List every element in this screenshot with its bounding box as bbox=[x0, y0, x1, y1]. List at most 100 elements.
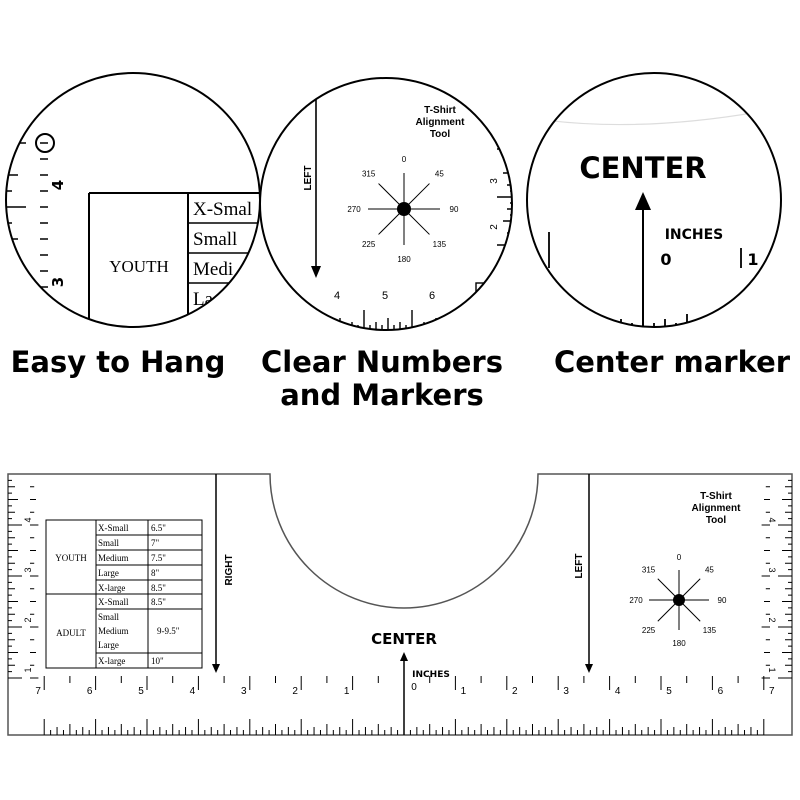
zoom3-center-arrow-icon bbox=[635, 192, 651, 210]
adult-label: ADULT bbox=[56, 628, 86, 638]
zoom2-ruler-ticks bbox=[315, 124, 512, 330]
side-number-left-four: 4 bbox=[23, 517, 33, 522]
zoom2-compass-center-dot bbox=[397, 202, 411, 216]
adult-value-medium: 9-9.5" bbox=[157, 626, 180, 636]
size-table bbox=[45, 519, 203, 669]
bottom-number-zero: 0 bbox=[411, 682, 417, 693]
bottom-number-left-one: 1 bbox=[344, 686, 350, 697]
bottom-number-right-one: 1 bbox=[461, 686, 467, 697]
tool-compass-angle-90: 90 bbox=[718, 596, 727, 605]
zoom2-compass-angle-0: 0 bbox=[402, 155, 407, 164]
youth-size-xsmall: X-Small bbox=[98, 523, 129, 533]
caption-clear-numbers-line1: Clear Numbers bbox=[261, 345, 503, 379]
bottom-number-left-five: 5 bbox=[138, 686, 144, 697]
side-number-left-two: 2 bbox=[23, 617, 33, 622]
hang-hole-icon bbox=[35, 133, 55, 153]
youth-value-xsmall: 6.5" bbox=[151, 523, 166, 533]
inches-label: INCHES bbox=[412, 670, 450, 680]
youth-value-large: 8" bbox=[151, 568, 160, 578]
youth-size-xlarge: X-large bbox=[98, 583, 125, 593]
caption-clear-numbers-line2: and Markers bbox=[280, 378, 484, 412]
tool-compass-angle-180: 180 bbox=[672, 639, 686, 648]
adult-size-medium: Medium bbox=[98, 626, 129, 636]
zoom1-size-medium: Medi bbox=[193, 259, 233, 280]
tool-title-line1: T-Shirt bbox=[700, 491, 732, 502]
side-number-left-one: 1 bbox=[23, 667, 33, 672]
youth-label: YOUTH bbox=[55, 553, 87, 563]
zoom2-title-line1: T-Shirt bbox=[424, 105, 456, 116]
zoom3-center-label: CENTER bbox=[579, 151, 706, 185]
side-number-left-three: 3 bbox=[23, 567, 33, 572]
side-number-right-two: 2 bbox=[767, 617, 777, 622]
zoom3-one: 1 bbox=[747, 250, 758, 269]
zoom2-compass-angle-45: 45 bbox=[435, 169, 444, 178]
bottom-number-right-seven: 7 bbox=[769, 686, 775, 697]
zoom2-compass-angle-315: 315 bbox=[362, 169, 376, 178]
tool-title-line3: Tool bbox=[706, 515, 727, 526]
bottom-number-right-six: 6 bbox=[718, 686, 724, 697]
bottom-number-right-two: 2 bbox=[512, 686, 518, 697]
zoom2-compass-angle-135: 135 bbox=[433, 240, 447, 249]
left-label: LEFT bbox=[574, 554, 585, 579]
side-number-right-one: 1 bbox=[767, 667, 777, 672]
zoom3-ruler-ticks bbox=[532, 232, 776, 327]
adult-size-small: Small bbox=[98, 612, 120, 622]
zoom2-bottom-number-5: 5 bbox=[382, 290, 388, 302]
bottom-number-left-three: 3 bbox=[241, 686, 247, 697]
bottom-number-left-seven: 7 bbox=[35, 686, 41, 697]
zoom2-compass-angle-225: 225 bbox=[362, 240, 376, 249]
adult-size-xsmall: X-Small bbox=[98, 597, 129, 607]
right-label: RIGHT bbox=[224, 554, 235, 585]
caption-easy-to-hang: Easy to Hang bbox=[10, 345, 226, 379]
tool-compass-angle-315: 315 bbox=[642, 565, 656, 574]
zoom-circle-hang: 4 3 YOUTH X-Smal Small Medi La bbox=[5, 72, 261, 328]
adult-value-xlarge: 10" bbox=[151, 656, 164, 666]
left-arrow-icon bbox=[585, 664, 593, 673]
center-arrow-icon bbox=[400, 652, 408, 661]
tool-compass-angle-135: 135 bbox=[703, 626, 717, 635]
zoom1-youth-label: YOUTH bbox=[109, 257, 169, 276]
tool-compass-angle-45: 45 bbox=[705, 565, 714, 574]
zoom2-left-arrow-icon bbox=[311, 266, 321, 278]
zoom-circle-numbers: LEFT T-Shirt Alignment Tool 045901351802… bbox=[259, 77, 513, 331]
tool-compass-angle-225: 225 bbox=[642, 626, 656, 635]
caption-clear-numbers: Clear Numbers and Markers bbox=[256, 346, 508, 412]
zoom1-size-xsmall: X-Smal bbox=[193, 199, 252, 220]
bottom-number-left-six: 6 bbox=[87, 686, 93, 697]
zoom2-compass-angle-180: 180 bbox=[397, 255, 411, 264]
bottom-number-left-four: 4 bbox=[190, 686, 196, 697]
zoom1-ruler-ticks bbox=[6, 142, 48, 327]
tool-compass-angle-270: 270 bbox=[629, 596, 643, 605]
side-number-right-three: 3 bbox=[767, 567, 777, 572]
zoom2-bottom-number-6: 6 bbox=[429, 290, 435, 302]
youth-size-large: Large bbox=[98, 568, 119, 578]
center-label: CENTER bbox=[371, 630, 437, 648]
zoom3-inches-label: INCHES bbox=[665, 227, 724, 243]
tool-outline bbox=[7, 473, 793, 736]
youth-value-small: 7" bbox=[151, 538, 160, 548]
tool-ruler-ticks bbox=[8, 479, 792, 735]
youth-value-xlarge: 8.5" bbox=[151, 583, 166, 593]
bottom-number-right-five: 5 bbox=[666, 686, 672, 697]
youth-size-small: Small bbox=[98, 538, 120, 548]
side-number-right-four: 4 bbox=[767, 517, 777, 522]
adult-size-large: Large bbox=[98, 640, 119, 650]
right-arrow-icon bbox=[212, 664, 220, 673]
zoom2-title-line3: Tool bbox=[430, 129, 451, 140]
tool-side-numbers: 4 4 3 3 2 2 1 1 bbox=[23, 517, 777, 672]
zoom2-compass-angle-90: 90 bbox=[450, 205, 459, 214]
zoom2-title-line2: Alignment bbox=[416, 117, 466, 128]
zoom2-side-number-3: 3 bbox=[489, 178, 500, 184]
zoom1-size-small: Small bbox=[193, 229, 237, 250]
zoom-circle-center: CENTER INCHES 0 1 bbox=[526, 72, 782, 328]
adult-value-xsmall: 8.5" bbox=[151, 597, 166, 607]
zoom3-zero: 0 bbox=[660, 250, 671, 269]
bottom-number-left-two: 2 bbox=[292, 686, 298, 697]
youth-value-medium: 7.5" bbox=[151, 553, 166, 563]
zoom2-bottom-number-4: 4 bbox=[334, 290, 340, 302]
zoom1-number-3: 3 bbox=[49, 277, 67, 287]
